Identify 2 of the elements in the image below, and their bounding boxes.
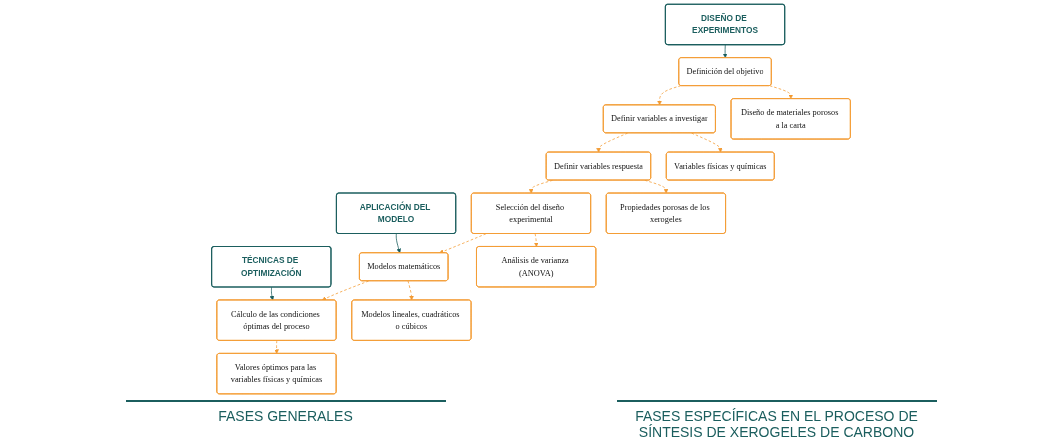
column-caption: FASES GENERALES: [125, 400, 446, 440]
column-caption: FASES ESPECÍFICAS EN EL PROCESO DE SÍNTESIS DE XEROGELES DE CARBONO: [616, 400, 937, 440]
